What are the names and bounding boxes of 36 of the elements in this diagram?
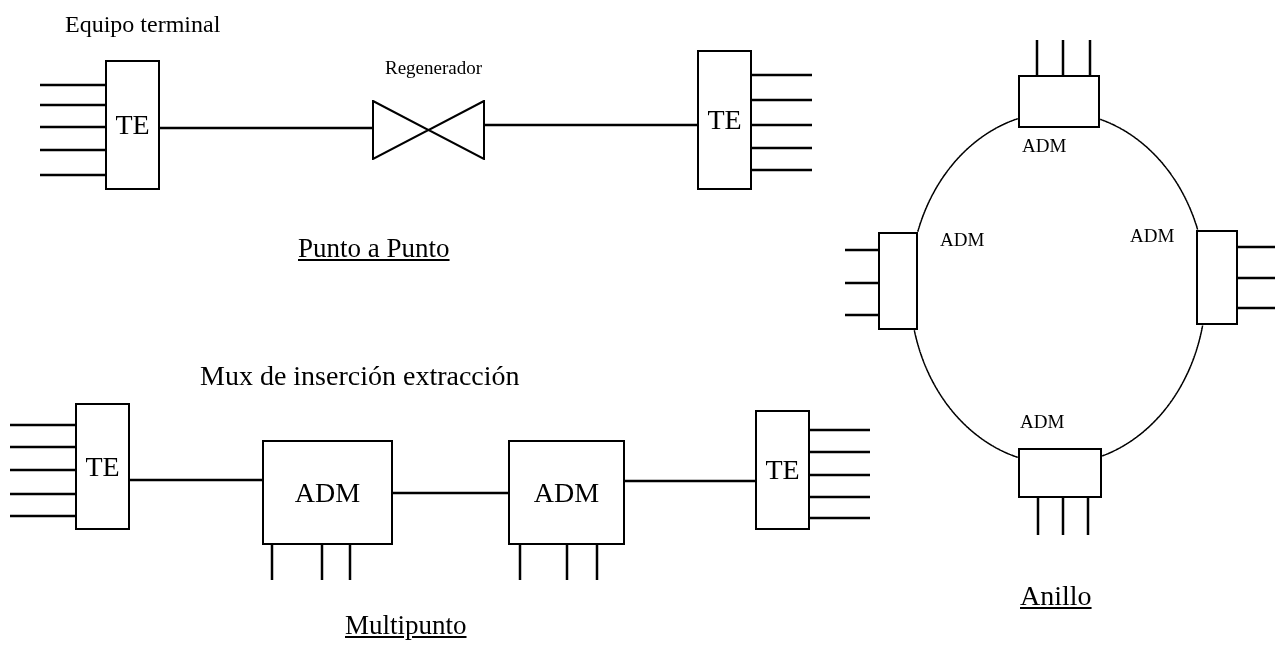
section-title: Punto a Punto — [298, 235, 450, 262]
ring-link — [917, 117, 1019, 233]
box-label: TE — [765, 456, 800, 484]
regenerator-symbol — [372, 100, 485, 160]
equipment-box — [755, 410, 810, 530]
box-label: ADM — [294, 478, 361, 507]
equipment-box — [1018, 75, 1100, 128]
section-title: Mux de inserción extracción — [200, 362, 520, 390]
box-label: TE — [707, 106, 742, 134]
equipment-box — [508, 440, 625, 545]
equipment-box — [1196, 230, 1238, 325]
equipment-box — [697, 50, 752, 190]
section-title: Anillo — [1020, 582, 1092, 610]
equipment-box — [105, 60, 160, 190]
node-label: ADM — [1130, 226, 1175, 245]
transmission-line — [485, 123, 697, 127]
section-title: Multipunto — [345, 612, 467, 639]
transmission-line — [393, 491, 508, 495]
ring-link — [913, 329, 1019, 459]
ring-link — [1099, 118, 1199, 231]
node-label: ADM — [940, 230, 985, 249]
transmission-line — [160, 126, 372, 130]
box-label: ADM — [533, 478, 600, 507]
transmission-line — [625, 479, 755, 483]
caption-text: Equipo terminal — [65, 12, 221, 36]
box-label: TE — [85, 452, 120, 481]
node-label: ADM — [1020, 412, 1065, 431]
ring-link — [1101, 324, 1204, 457]
equipment-box — [878, 232, 918, 330]
caption-text: Regenerador — [385, 58, 483, 77]
equipment-box — [75, 403, 130, 530]
node-label: ADM — [1022, 136, 1067, 155]
transmission-line — [130, 478, 262, 482]
equipment-box — [262, 440, 393, 545]
box-label: TE — [115, 111, 150, 139]
equipment-box — [1018, 448, 1102, 498]
